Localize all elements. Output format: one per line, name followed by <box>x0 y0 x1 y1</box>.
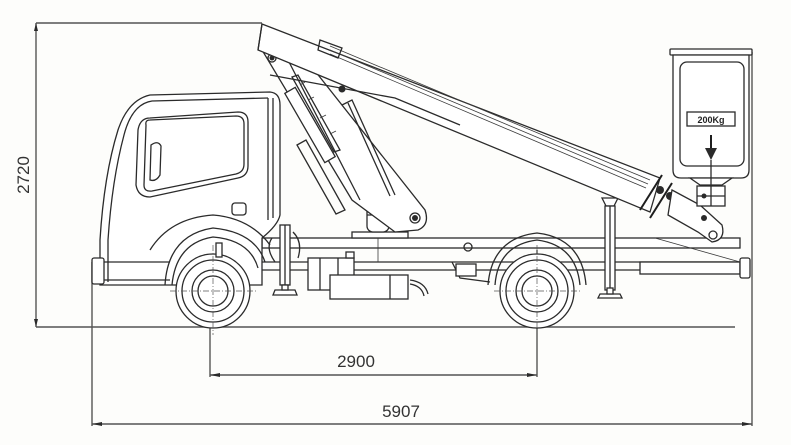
main-boom <box>257 23 661 213</box>
lower-arm <box>260 49 428 233</box>
boom-head <box>639 174 724 243</box>
work-basket: 200Kg <box>669 48 753 207</box>
length-dimension-label: 5907 <box>382 402 420 421</box>
length-dimension: 5907 <box>91 52 753 426</box>
front-wheel <box>170 242 256 335</box>
basket-load-label: 200Kg <box>697 115 724 125</box>
hydraulic-unit <box>307 251 491 300</box>
rear-outrigger <box>596 197 624 299</box>
height-dimension-label: 2720 <box>14 156 33 194</box>
wheelbase-dimension-label: 2900 <box>337 352 375 371</box>
rear-wheel <box>487 232 587 335</box>
front-outrigger <box>268 224 301 296</box>
height-dimension: 2720 <box>14 22 735 328</box>
wheelbase-dimension: 2900 <box>209 250 538 377</box>
truck-cab <box>91 91 281 286</box>
